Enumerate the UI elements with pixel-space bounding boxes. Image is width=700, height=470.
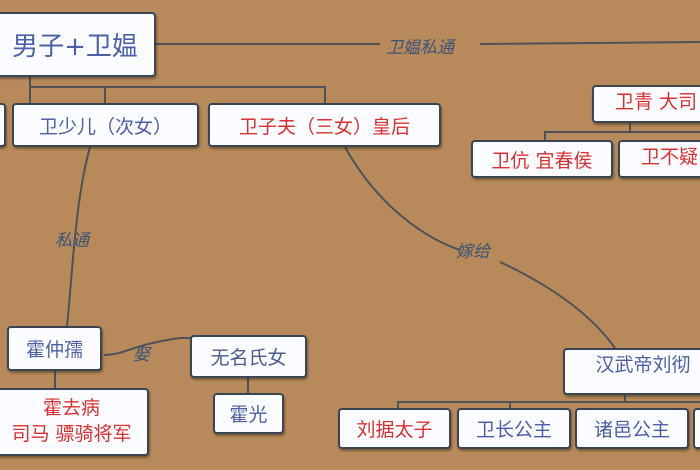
node-label: 司马 骠骑将军 bbox=[11, 423, 132, 445]
node-label: 卫伉 宜春侯 bbox=[491, 149, 593, 172]
node-wei-buyi[interactable]: 卫不疑 bbox=[618, 140, 700, 178]
node-label: 卫长公主 bbox=[475, 419, 552, 441]
node-label: 汉武帝刘彻 bbox=[595, 354, 691, 376]
node-wei-shaoer[interactable]: 卫少儿（次女） bbox=[12, 103, 199, 147]
node-label: 刘据太子 bbox=[356, 419, 433, 441]
node-zhuyi[interactable]: 诸邑公主 bbox=[575, 408, 689, 449]
node-wuming[interactable]: 无名氏女 bbox=[190, 335, 307, 378]
node-han-wudi[interactable]: 汉武帝刘彻 bbox=[563, 348, 700, 395]
node-huo-qubing[interactable]: 霍去病司马 骠骑将军 bbox=[0, 388, 149, 456]
node-label: 无名氏女 bbox=[210, 347, 287, 369]
node-label: 卫不疑 bbox=[640, 146, 698, 168]
node-label: 霍光 bbox=[229, 404, 268, 426]
node-label: 霍去病 bbox=[42, 397, 100, 420]
node-label: 卫子夫（三女）皇后 bbox=[238, 115, 410, 138]
node-label: 霍仲孺 bbox=[25, 339, 83, 361]
node-label: 男子+卫媪 bbox=[12, 32, 138, 62]
node-label: 卫青 大司 bbox=[614, 91, 698, 113]
node-label: 诸邑公主 bbox=[593, 419, 670, 441]
node-huo-zhongru[interactable]: 霍仲孺 bbox=[7, 326, 102, 371]
node-root[interactable]: 男子+卫媪 bbox=[0, 12, 156, 77]
edge-label-jiagei: 嫁给 bbox=[456, 242, 490, 262]
edge-label-qu: 娶 bbox=[133, 345, 150, 365]
node-huo-guang[interactable]: 霍光 bbox=[213, 393, 284, 434]
node-liu-ju[interactable]: 刘据太子 bbox=[338, 408, 451, 449]
edge-label-wei-ao-sitong: 卫媪私通 bbox=[386, 38, 454, 58]
node-partial-right[interactable] bbox=[693, 408, 700, 449]
node-label: 卫少儿（次女） bbox=[38, 115, 172, 138]
node-wei-zhang[interactable]: 卫长公主 bbox=[457, 408, 571, 449]
node-wei-kang[interactable]: 卫伉 宜春侯 bbox=[471, 140, 613, 178]
node-wei-qing[interactable]: 卫青 大司 bbox=[592, 85, 700, 123]
node-wei-zifu[interactable]: 卫子夫（三女）皇后 bbox=[208, 103, 441, 147]
edge-label-sitong: 私通 bbox=[55, 231, 89, 251]
node-partial-left[interactable] bbox=[0, 103, 6, 147]
